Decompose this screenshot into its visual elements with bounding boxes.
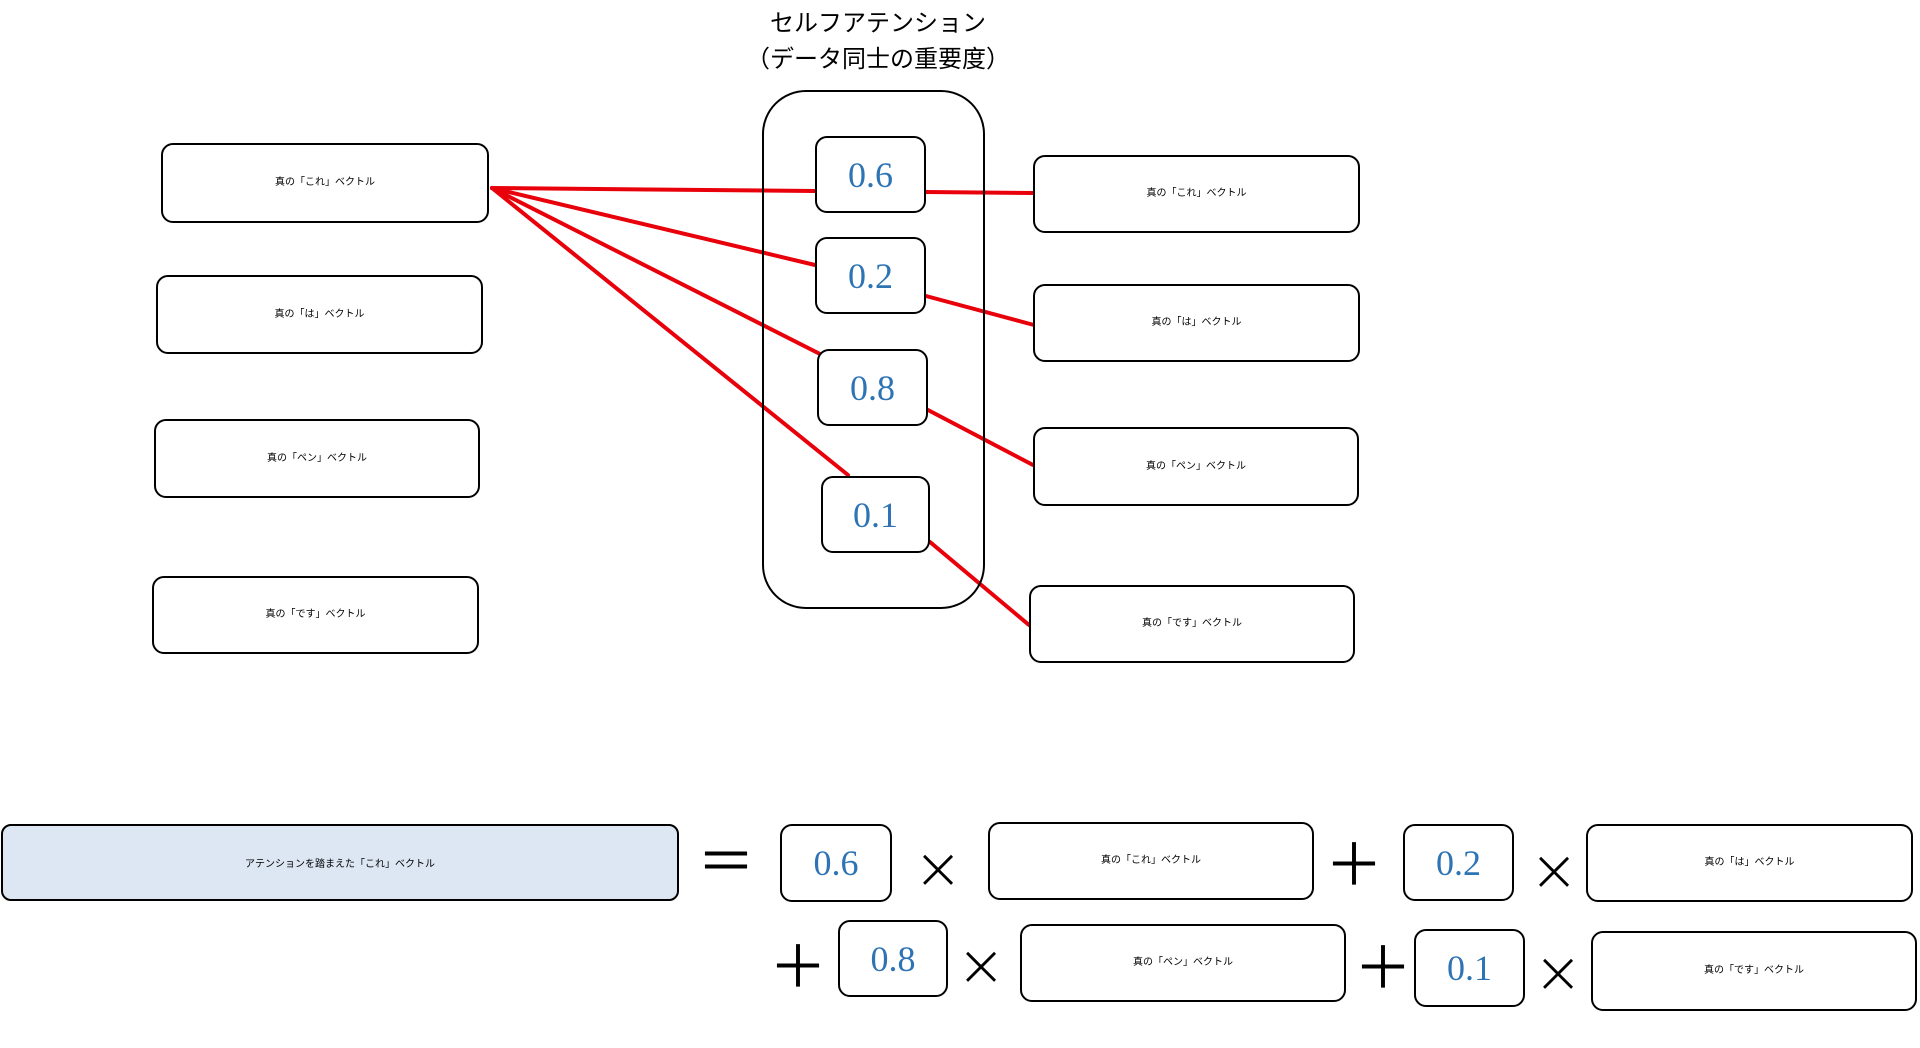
formula-weight-2: 0.8 (838, 920, 948, 997)
plus-sign-1: ＋ (768, 933, 827, 1001)
left-vector-pen: 真の「ペン」ベクトル (154, 419, 480, 498)
formula-weight-0: 0.6 (780, 824, 892, 902)
left-vector-desu: 真の「です」ベクトル (152, 576, 479, 654)
left-vector-kore: 真の「これ」ベクトル (161, 143, 489, 223)
attention-weight-1: 0.2 (815, 237, 926, 314)
formula-weight-3: 0.1 (1414, 929, 1525, 1007)
right-vector-pen: 真の「ペン」ベクトル (1033, 427, 1359, 506)
attention-title-line1: セルフアテンション (770, 9, 986, 37)
times-sign-2: × (956, 931, 1006, 999)
attention-weight-2: 0.8 (817, 349, 928, 426)
left-vector-wa: 真の「は」ベクトル (156, 275, 483, 354)
times-sign-3: × (1533, 938, 1583, 1006)
formula-weight-1: 0.2 (1403, 824, 1514, 901)
times-sign-0: × (913, 834, 963, 902)
attention-title-line2: （データ同士の重要度） (746, 45, 1010, 73)
attention-weight-0: 0.6 (815, 136, 926, 213)
attention-group-box (762, 90, 985, 609)
attention-weight-3: 0.1 (821, 476, 930, 553)
right-vector-wa: 真の「は」ベクトル (1033, 284, 1360, 362)
formula-vector-1: 真の「は」ベクトル (1586, 824, 1913, 902)
formula-vector-2: 真の「ペン」ベクトル (1020, 924, 1346, 1002)
formula-vector-3: 真の「です」ベクトル (1591, 931, 1917, 1011)
formula-vector-0: 真の「これ」ベクトル (988, 822, 1314, 900)
right-vector-kore: 真の「これ」ベクトル (1033, 155, 1360, 233)
plus-sign-0: ＋ (1324, 831, 1383, 899)
equals-sign: ＝ (696, 828, 755, 896)
result-vector-box: アテンションを踏まえた「これ」ベクトル (1, 824, 679, 901)
plus-sign-2: ＋ (1353, 934, 1412, 1002)
right-vector-desu: 真の「です」ベクトル (1029, 585, 1355, 663)
times-sign-1: × (1529, 836, 1579, 904)
